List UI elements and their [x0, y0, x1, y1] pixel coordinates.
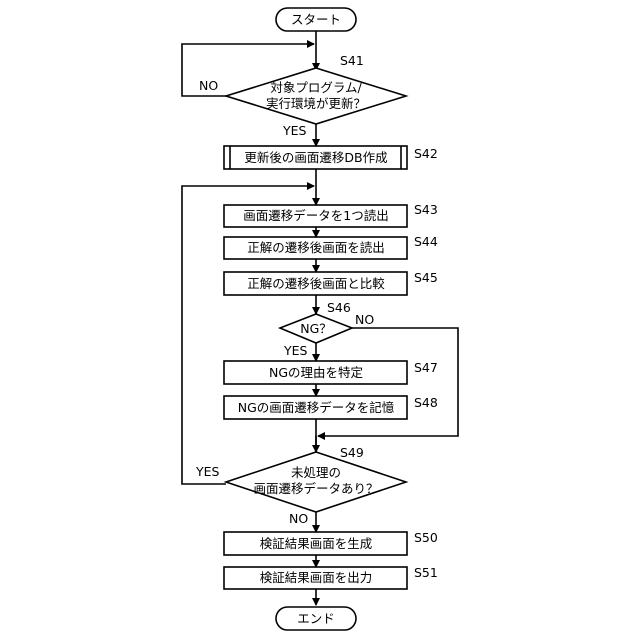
- process-s48: NGの画面遷移データを記憶 S48: [224, 395, 438, 419]
- branch-label-s49-no: NO: [289, 511, 308, 526]
- step-id-s46: S46: [327, 300, 351, 315]
- step-id-s44: S44: [414, 234, 438, 249]
- start-terminal-label: スタート: [291, 12, 341, 27]
- step-id-s51: S51: [414, 565, 438, 580]
- step-id-s42: S42: [414, 146, 438, 161]
- process-s50-label: 検証結果画面を生成: [260, 536, 373, 551]
- step-id-s48: S48: [414, 395, 438, 410]
- process-s42: 更新後の画面遷移DB作成 S42: [224, 146, 438, 169]
- process-s44: 正解の遷移後画面を読出 S44: [224, 234, 438, 259]
- process-s45-label: 正解の遷移後画面と比較: [247, 276, 385, 291]
- decision-s41: 対象プログラム/ 実行環境が更新？ S41 NO YES: [199, 53, 406, 138]
- decision-s46: NG？ S46 NO YES: [280, 300, 374, 358]
- end-terminal-label: エンド: [297, 611, 335, 626]
- end-terminal: エンド: [276, 607, 356, 630]
- process-s47-label: NGの理由を特定: [269, 365, 363, 380]
- step-id-s50: S50: [414, 530, 438, 545]
- start-terminal: スタート: [276, 8, 356, 31]
- branch-label-s41-yes: YES: [282, 123, 307, 138]
- process-s48-label: NGの画面遷移データを記憶: [238, 400, 395, 415]
- process-s43-label: 画面遷移データを1つ読出: [243, 208, 388, 223]
- decision-s41-line2: 実行環境が更新？: [266, 96, 366, 111]
- step-id-s41: S41: [340, 53, 364, 68]
- decision-s49-line2: 画面遷移データあり？: [253, 481, 378, 496]
- decision-s49-line1: 未処理の: [291, 465, 341, 480]
- branch-label-s46-no: NO: [355, 312, 374, 327]
- process-s45: 正解の遷移後画面と比較 S45: [224, 270, 438, 295]
- process-s43: 画面遷移データを1つ読出 S43: [224, 202, 438, 227]
- decision-s41-line1: 対象プログラム/: [270, 80, 362, 95]
- process-s51: 検証結果画面を出力 S51: [224, 565, 438, 589]
- process-s51-label: 検証結果画面を出力: [260, 570, 373, 585]
- branch-label-s41-no: NO: [199, 78, 218, 93]
- step-id-s43: S43: [414, 202, 438, 217]
- arrow-s49-yes-loop: [182, 186, 314, 484]
- decision-s49: 未処理の 画面遷移データあり？ S49 YES NO: [195, 445, 406, 526]
- step-id-s47: S47: [414, 360, 438, 375]
- step-id-s49: S49: [340, 445, 364, 460]
- process-s44-label: 正解の遷移後画面を読出: [247, 240, 385, 255]
- branch-label-s46-yes: YES: [283, 343, 308, 358]
- process-s47: NGの理由を特定 S47: [224, 360, 438, 384]
- branch-label-s49-yes: YES: [195, 464, 220, 479]
- process-s50: 検証結果画面を生成 S50: [224, 530, 438, 555]
- process-s42-label: 更新後の画面遷移DB作成: [244, 150, 387, 165]
- decision-s46-label: NG？: [300, 321, 332, 336]
- step-id-s45: S45: [414, 270, 438, 285]
